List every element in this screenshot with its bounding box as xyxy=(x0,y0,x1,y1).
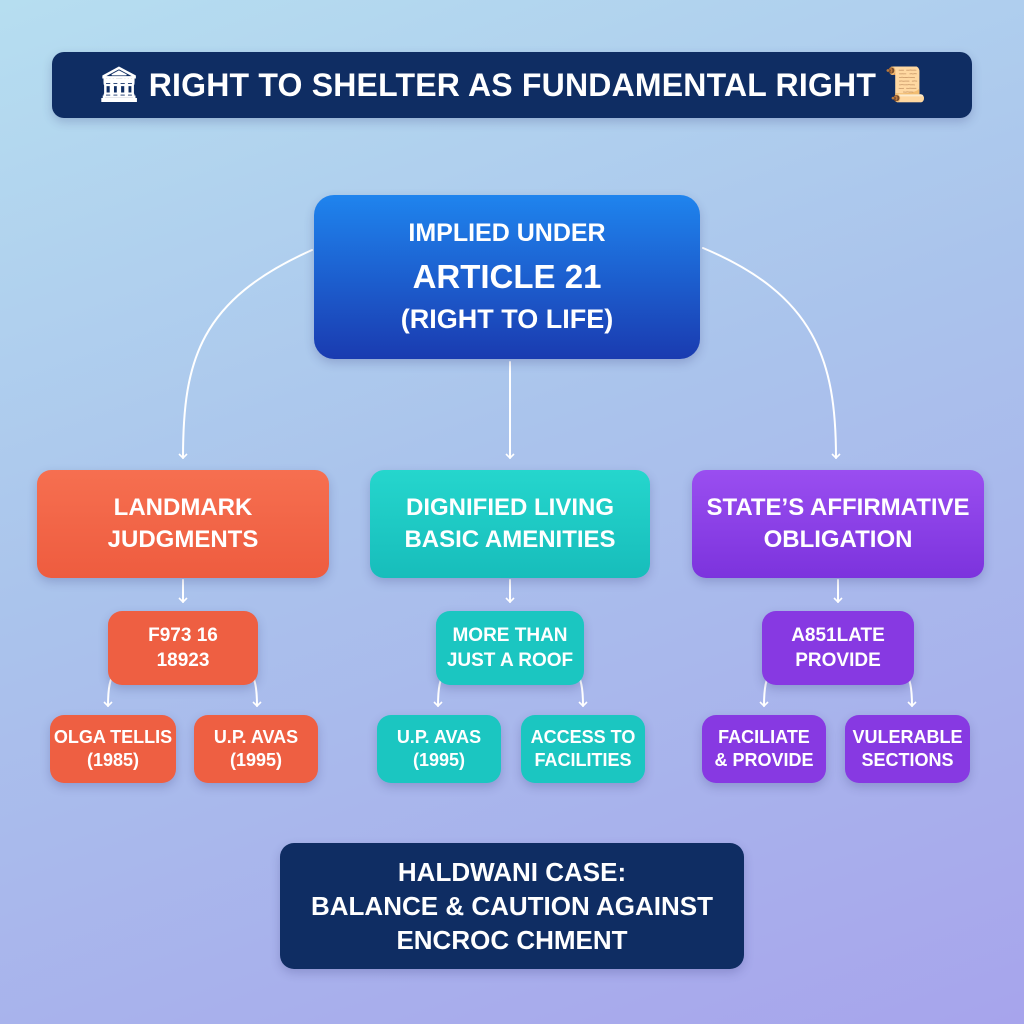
dignified-living-node: DIGNIFIED LIVING BASIC AMENITIES xyxy=(370,470,650,578)
leaf-line-1: VULERABLE xyxy=(852,727,963,747)
root-line-2: ARTICLE 21 xyxy=(412,258,602,295)
leaf-line-2: & PROVIDE xyxy=(714,750,814,770)
landmark-sub-line-1: F973 16 xyxy=(148,625,218,646)
haldwani-line-2: BALANCE & CAUTION AGAINST xyxy=(310,891,714,921)
haldwani-line-3: ENCROC CHMENT xyxy=(396,925,628,955)
landmark-label-line-2: JUDGMENTS xyxy=(107,526,259,553)
landmark-judgments-node: LANDMARK JUDGMENTS xyxy=(37,470,329,578)
scroll-icon: 📜 xyxy=(884,66,927,104)
dignified-label-line-1: DIGNIFIED LIVING xyxy=(405,494,614,521)
leaf-line-1: U.P. AVAS xyxy=(213,727,299,747)
leaf-line-2: (1995) xyxy=(412,750,466,770)
haldwani-case-box: HALDWANI CASE: BALANCE & CAUTION AGAINST… xyxy=(280,843,744,969)
dignified-sub-line-1: MORE THAN xyxy=(452,625,568,646)
state-label-line-1: STATE’S AFFIRMATIVE xyxy=(706,494,970,521)
classical-building-icon: 🏛 xyxy=(97,66,141,104)
root-line-3: (RIGHT TO LIFE) xyxy=(400,304,614,334)
leaf-access-to-facilities: ACCESS TO FACILITIES xyxy=(521,715,645,783)
leaf-line-2: (1995) xyxy=(229,750,283,770)
landmark-sub-line-2: 18923 xyxy=(156,650,210,671)
dignified-sub-line-2: JUST A ROOF xyxy=(446,650,574,671)
state-sub-line-2: PROVIDE xyxy=(795,650,881,671)
dignified-sub-node: MORE THAN JUST A ROOF xyxy=(436,611,584,685)
leaf-line-2: (1985) xyxy=(86,750,140,770)
leaf-facilitate-provide: FACILIATE & PROVIDE xyxy=(702,715,826,783)
leaf-line-2: SECTIONS xyxy=(861,750,954,770)
leaf-line-1: U.P. AVAS xyxy=(396,727,482,747)
leaf-line-1: ACCESS TO xyxy=(530,727,636,747)
state-sub-line-1: A851LATE xyxy=(791,625,885,646)
title-text: RIGHT TO SHELTER AS FUNDAMENTAL RIGHT xyxy=(148,66,877,103)
connector-root-to-state xyxy=(702,247,841,460)
landmark-label-line-1: LANDMARK xyxy=(113,494,253,521)
root-line-1: IMPLIED UNDER xyxy=(408,219,606,247)
leaf-line-1: FACILIATE xyxy=(718,727,810,747)
leaf-olga-tellis: OLGA TELLIS (1985) xyxy=(50,715,176,783)
state-sub-node: A851LATE PROVIDE xyxy=(762,611,914,685)
root-node-article-21: IMPLIED UNDER ARTICLE 21 (RIGHT TO LIFE) xyxy=(314,195,700,359)
landmark-sub-node: F973 16 18923 xyxy=(108,611,258,685)
leaf-vulnerable-sections: VULERABLE SECTIONS xyxy=(845,715,970,783)
dignified-label-line-2: BASIC AMENITIES xyxy=(404,526,616,553)
haldwani-line-1: HALDWANI CASE: xyxy=(397,857,627,887)
leaf-up-avas-landmark: U.P. AVAS (1995) xyxy=(194,715,318,783)
connector-root-to-landmark xyxy=(178,249,313,460)
leaf-line-1: OLGA TELLIS xyxy=(53,727,173,747)
state-obligation-node: STATE’S AFFIRMATIVE OBLIGATION xyxy=(692,470,984,578)
state-label-line-2: OBLIGATION xyxy=(763,526,913,553)
leaf-line-2: FACILITIES xyxy=(534,750,632,770)
leaf-up-avas-dignified: U.P. AVAS (1995) xyxy=(377,715,501,783)
title-bar: 🏛 RIGHT TO SHELTER AS FUNDAMENTAL RIGHT … xyxy=(52,52,972,118)
